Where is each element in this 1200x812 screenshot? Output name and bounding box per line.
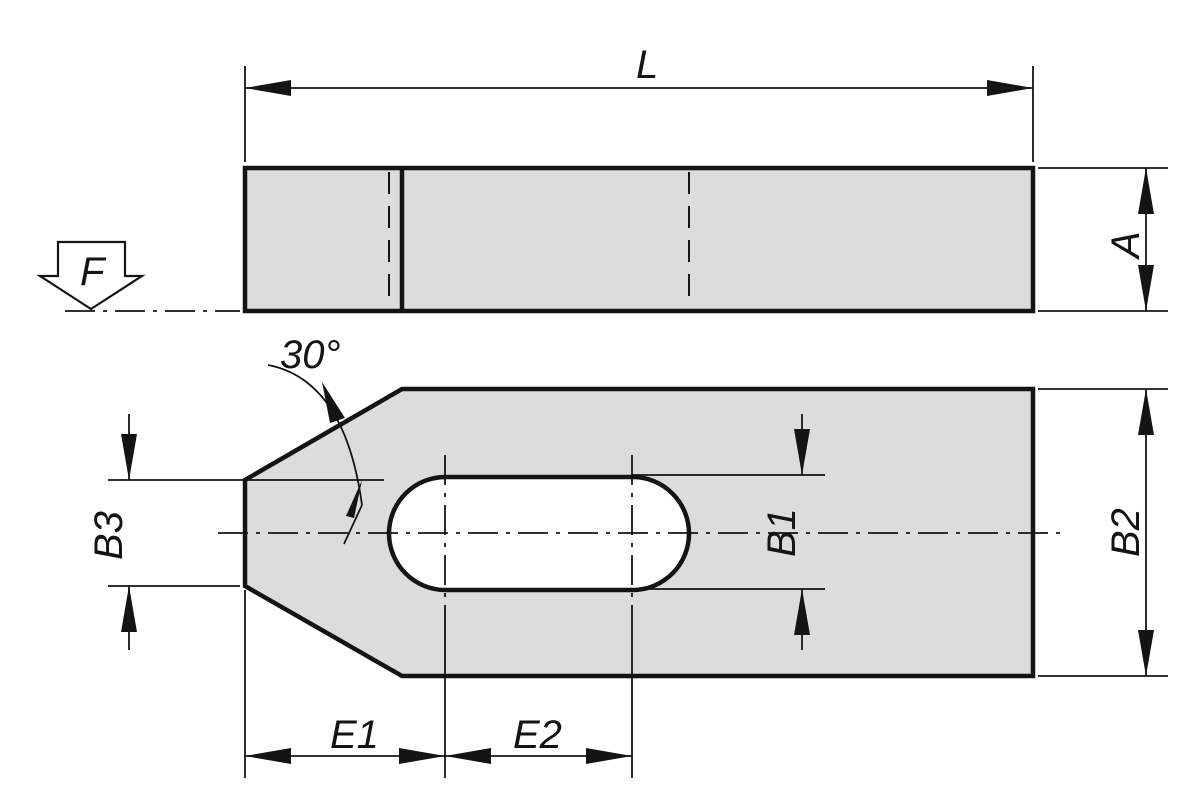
arrowhead-icon xyxy=(245,748,291,764)
top-view xyxy=(218,386,1060,679)
arrowhead-icon xyxy=(245,80,291,96)
dimension-tip-width: B3 xyxy=(87,414,384,650)
arrowhead-icon xyxy=(322,382,345,423)
slot-length-label: E2 xyxy=(513,713,562,757)
arrowhead-icon xyxy=(121,434,137,480)
arrowhead-icon xyxy=(1138,389,1154,435)
angle-leader xyxy=(343,504,363,545)
angle-label: 30° xyxy=(280,333,341,377)
slot-width-label: B1 xyxy=(760,508,804,557)
dimension-length: L xyxy=(244,43,1034,162)
height-label: A xyxy=(1104,231,1148,260)
arrowhead-icon xyxy=(346,480,362,518)
force-label: F xyxy=(80,250,107,294)
force-indicator: F xyxy=(36,240,146,311)
arrowhead-icon xyxy=(121,586,137,632)
side-view xyxy=(65,165,1036,314)
total-width-label: B2 xyxy=(1104,508,1148,557)
angle-dimension: 30° xyxy=(267,333,363,545)
slot-offset-label: E1 xyxy=(330,713,379,757)
length-label: L xyxy=(636,43,658,87)
dimension-slot-position: E1 E2 xyxy=(244,590,633,778)
arrowhead-icon xyxy=(1138,265,1154,311)
dimension-height: A xyxy=(1038,167,1168,312)
arrowhead-icon xyxy=(586,748,632,764)
dimension-slot-width: B1 xyxy=(632,414,825,650)
arrowhead-icon xyxy=(1138,168,1154,214)
arrowhead-icon xyxy=(445,748,491,764)
side-view-body xyxy=(242,165,1036,314)
arrowhead-icon xyxy=(399,748,445,764)
arrowhead-icon xyxy=(794,429,810,475)
arrowhead-icon xyxy=(1138,630,1154,676)
arrowhead-icon xyxy=(987,80,1033,96)
force-arrow-icon xyxy=(36,240,146,311)
dimension-total-width: B2 xyxy=(1038,388,1168,677)
arrowhead-icon xyxy=(794,589,810,635)
tip-width-label: B3 xyxy=(87,511,131,560)
